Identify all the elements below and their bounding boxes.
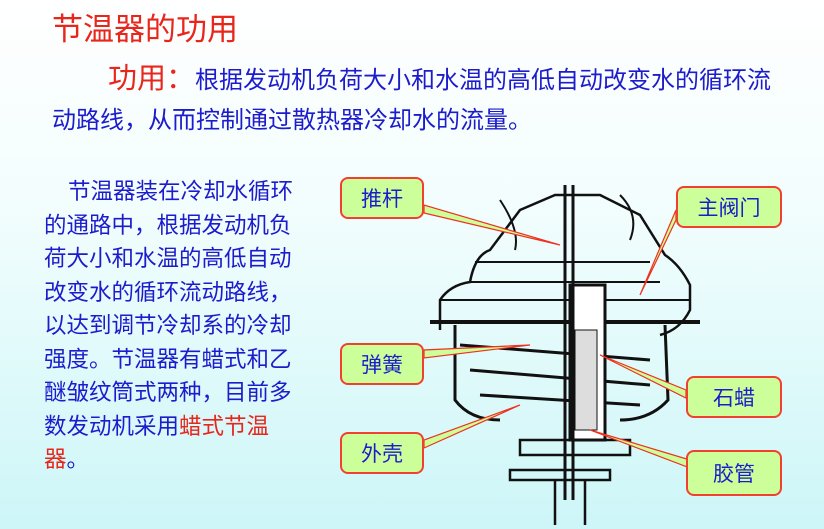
- body-paragraph: 节温器装在冷却水循环的通路中，根据发动机负荷大小和水温的高低自动改变水的循环流动…: [44, 176, 294, 478]
- slide-title: 节温器的功用: [52, 12, 238, 48]
- callout-housing: 外壳: [340, 432, 424, 474]
- callout-push-rod: 推杆: [340, 177, 424, 219]
- callout-rubber-tube: 胶管: [686, 450, 782, 496]
- callout-paraffin: 石蜡: [686, 376, 782, 418]
- function-text: 根据发动机负荷大小和水温的高低自动改变水的循环流动路线，从而控制通过散热器冷却水…: [52, 66, 772, 134]
- body-highlight: 蜡式节温器: [44, 413, 270, 474]
- callout-main-valve: 主阀门: [676, 186, 782, 228]
- function-label: 功用：: [108, 61, 196, 95]
- callout-spring: 弹簧: [340, 343, 424, 385]
- body-text: 节温器装在冷却水循环的通路中，根据发动机负荷大小和水温的高低自动改变水的循环流动…: [44, 179, 294, 440]
- function-description: 功用：根据发动机负荷大小和水温的高低自动改变水的循环流动路线，从而控制通过散热器…: [52, 58, 792, 140]
- body-end: 。: [66, 447, 90, 473]
